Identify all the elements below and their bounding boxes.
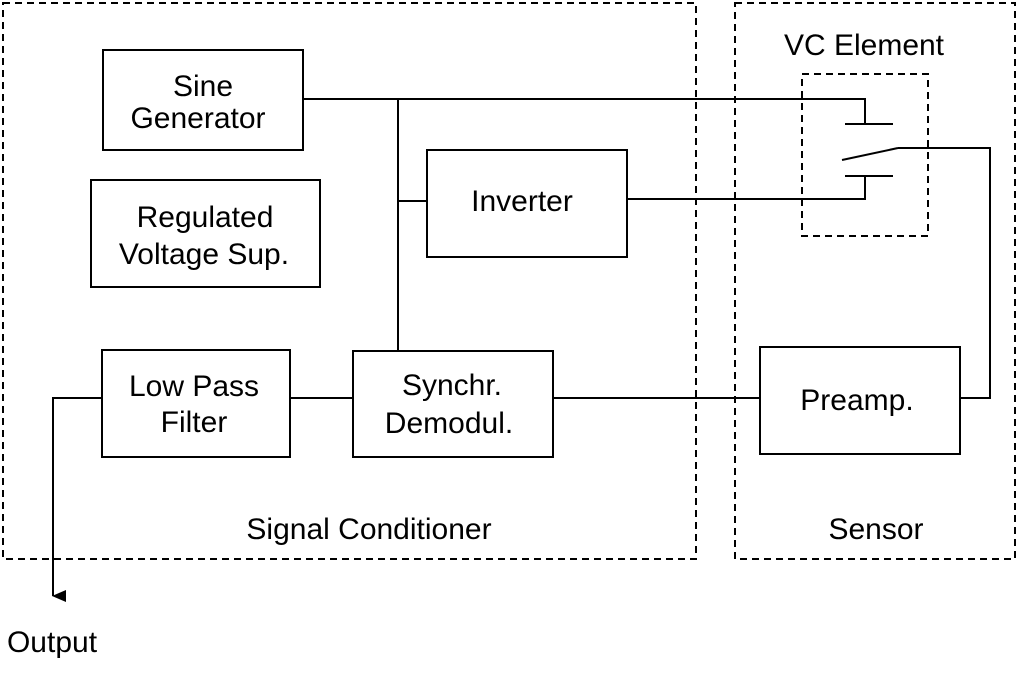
signal-conditioner-region — [2, 2, 697, 560]
signal-conditioner-label: Signal Conditioner — [246, 513, 491, 546]
sine-generator-label-line2: Generator — [130, 102, 265, 135]
inverter-label: Inverter — [471, 185, 573, 218]
sine-generator-label-line1: Sine — [173, 70, 233, 103]
preamp-label: Preamp. — [800, 384, 913, 417]
synchronous-demodulator-block: Synchr. Demodul. — [352, 350, 554, 458]
regulated-voltage-supply-block: Regulated Voltage Sup. — [90, 179, 321, 288]
synchronous-demodulator-label-line2: Demodul. — [385, 407, 513, 440]
wire-sine-to-vc — [303, 98, 866, 124]
sine-generator-block: Sine Generator — [102, 49, 304, 151]
regulated-voltage-supply-label-line2: Voltage Sup. — [119, 238, 289, 271]
low-pass-filter-block: Low Pass Filter — [101, 349, 291, 458]
vc-middle-electrode — [841, 147, 899, 161]
wire-vc-to-preamp — [898, 147, 991, 399]
low-pass-filter-label-line2: Filter — [161, 406, 228, 439]
low-pass-filter-label-line1: Low Pass — [129, 370, 259, 403]
preamp-block: Preamp. — [759, 346, 961, 455]
regulated-voltage-supply-label-line1: Regulated — [137, 201, 274, 234]
sensor-region — [734, 2, 1016, 560]
output-label: Output — [7, 626, 98, 659]
vc-element-label: VC Element — [784, 29, 945, 62]
wires — [52, 98, 991, 602]
sensor-label: Sensor — [828, 513, 923, 546]
vc-element-region — [801, 73, 929, 237]
inverter-block: Inverter — [426, 149, 628, 258]
synchronous-demodulator-label-line1: Synchr. — [402, 369, 502, 402]
output-arrow — [52, 397, 102, 602]
wire-inverter-to-vc — [627, 176, 866, 200]
